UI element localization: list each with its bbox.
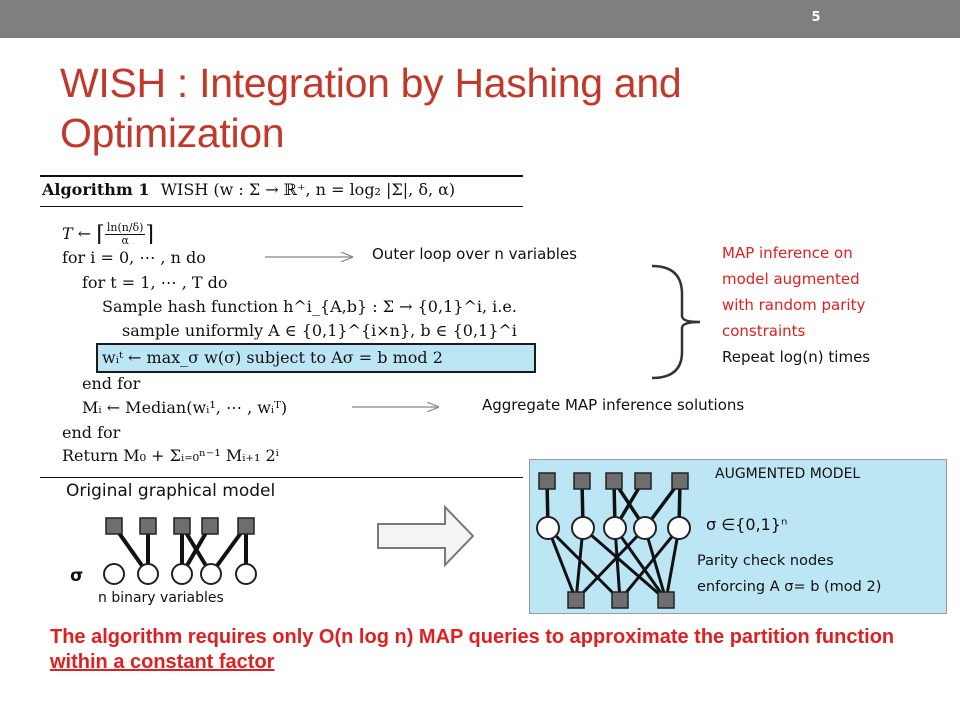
algo-top-rule xyxy=(40,175,523,177)
map-note-line-4: constraints xyxy=(722,322,806,340)
algo-line-for-t: for t = 1, ⋯ , T do xyxy=(82,273,228,292)
algo-line-end-for-outer: end for xyxy=(62,423,121,442)
original-factor-nodes xyxy=(105,517,255,535)
algo-bottom-rule xyxy=(40,477,523,478)
algo-line-sample: Sample hash function h^i_{A,b} : Σ → {0,… xyxy=(102,297,517,316)
algo-line-wit: wᵢᵗ ← max_σ w(σ) subject to Aσ = b mod 2 xyxy=(102,348,443,367)
augmented-variable-nodes xyxy=(536,516,691,540)
parity-label-line-2: enforcing A σ= b (mod 2) xyxy=(697,579,882,595)
original-variable-nodes xyxy=(103,563,257,585)
conclusion-main: The algorithm requires only O(n log n) M… xyxy=(50,626,895,648)
right-brace xyxy=(651,264,701,380)
slide-number: 5 xyxy=(811,10,821,25)
frac-numerator: ln(n/δ) xyxy=(104,221,146,235)
algo-line-uniform: sample uniformly A ∈ {0,1}^{i×n}, b ∈ {0… xyxy=(122,321,517,340)
slide-title: WISH : Integration by Hashing and Optimi… xyxy=(60,60,682,156)
algo-line-for-i: for i = 0, ⋯ , n do xyxy=(62,248,206,267)
repeat-note: Repeat log(n) times xyxy=(722,348,871,366)
highlighted-map-line xyxy=(96,343,536,373)
original-sigma-label: σ xyxy=(70,566,84,586)
binary-variables-caption: n binary variables xyxy=(98,590,224,606)
augmented-model-title: AUGMENTED MODEL xyxy=(715,466,861,482)
algo-T-text: T ← xyxy=(62,224,92,243)
parity-label-line-1: Parity check nodes xyxy=(697,553,834,569)
algorithm-box: Algorithm 1 WISH (w : Σ → ℝ⁺, n = log₂ |… xyxy=(40,170,536,480)
augmented-model-box xyxy=(529,459,947,614)
aggregate-label: Aggregate MAP inference solutions xyxy=(482,396,745,414)
map-note-line-3: with random parity xyxy=(722,296,866,314)
algo-line-median: Mᵢ ← Median(wᵢ¹, ⋯ , wᵢᵀ) xyxy=(82,398,288,417)
algo-header: Algorithm 1 WISH (w : Σ → ℝ⁺, n = log₂ |… xyxy=(42,180,455,199)
algo-line-end-for: end for xyxy=(82,374,141,393)
original-model-label: Original graphical model xyxy=(66,481,276,501)
conclusion-underlined: within a constant factor xyxy=(50,651,275,673)
map-note-line-1: MAP inference on xyxy=(722,244,853,262)
algo-header-rule xyxy=(40,206,523,207)
transform-arrow xyxy=(377,504,475,568)
algo-header-text: WISH (w : Σ → ℝ⁺, n = log₂ |Σ|, δ, α) xyxy=(160,180,456,199)
augmented-factor-nodes xyxy=(538,472,689,490)
top-bar xyxy=(0,0,960,38)
conclusion-text: The algorithm requires only O(n log n) M… xyxy=(50,625,930,675)
augmented-sigma-label: σ ∈{0,1}ⁿ xyxy=(706,515,788,534)
algo-line-return: Return M₀ + Σᵢ₌₀ⁿ⁻¹ Mᵢ₊₁ 2ⁱ xyxy=(62,446,279,465)
map-inference-note: MAP inference on model augmented with ra… xyxy=(722,240,942,370)
parity-check-nodes xyxy=(567,591,675,609)
map-note-line-2: model augmented xyxy=(722,270,860,288)
frac-denominator: α xyxy=(121,234,129,247)
algo-header-bold: Algorithm 1 xyxy=(42,180,150,199)
algo-fraction: ln(n/δ)α xyxy=(104,221,146,247)
outer-loop-label: Outer loop over n variables xyxy=(372,245,577,263)
augmented-parity-edges xyxy=(546,526,681,602)
algo-line-T: T ← ⌈ln(n/δ)α⌉ xyxy=(62,221,155,248)
